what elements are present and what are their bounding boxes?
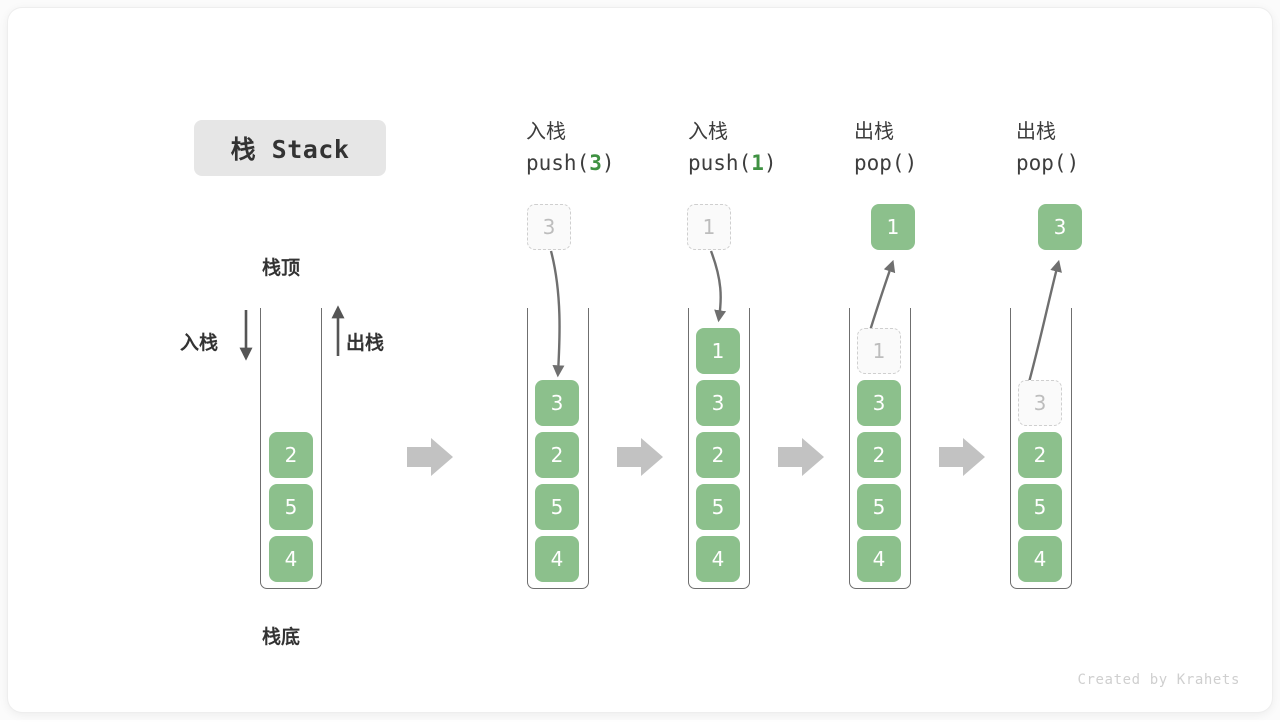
stack-item: 4 xyxy=(696,536,740,582)
incoming-ghost-box: 1 xyxy=(687,204,731,250)
stack-item: 2 xyxy=(857,432,901,478)
stack-item: 2 xyxy=(535,432,579,478)
column-header-code: pop() xyxy=(1016,147,1079,180)
stack-item: 4 xyxy=(857,536,901,582)
diagram-card: 栈 Stack 栈顶 栈底 入栈 出栈 入栈 push(3) 入栈 push(1… xyxy=(8,8,1272,712)
stack-item: 5 xyxy=(535,484,579,530)
code-suffix: ) xyxy=(763,151,777,175)
stack-container-push-1 xyxy=(688,308,750,589)
code-arg: 1 xyxy=(751,151,764,175)
code-suffix: ) xyxy=(904,151,918,175)
stage-arrow-icon-3 xyxy=(778,438,824,476)
column-header-cn: 出栈 xyxy=(854,119,894,143)
push-side-label: 入栈 xyxy=(180,332,219,354)
popped-result-box: 1 xyxy=(871,204,915,250)
stack-top-label: 栈顶 xyxy=(262,257,301,279)
column-header-code: push(1) xyxy=(688,147,777,180)
column-header-code: pop() xyxy=(854,147,917,180)
column-header-cn: 入栈 xyxy=(688,119,728,143)
stack-container-pop-3 xyxy=(1010,308,1072,589)
code-prefix: pop( xyxy=(854,151,905,175)
stack-item: 5 xyxy=(269,484,313,530)
column-header-cn: 入栈 xyxy=(526,119,566,143)
column-header-code: push(3) xyxy=(526,147,615,180)
column-header-pop-1: 出栈 pop() xyxy=(854,116,917,180)
column-header-cn: 出栈 xyxy=(1016,119,1056,143)
column-header-pop-3: 出栈 pop() xyxy=(1016,116,1079,180)
stack-item: 4 xyxy=(1018,536,1062,582)
stack-item: 2 xyxy=(1018,432,1062,478)
stack-container-push-3 xyxy=(527,308,589,589)
code-suffix: ) xyxy=(1066,151,1080,175)
popped-result-box: 3 xyxy=(1038,204,1082,250)
stack-item: 5 xyxy=(857,484,901,530)
stack-item: 2 xyxy=(269,432,313,478)
column-header-push-3: 入栈 push(3) xyxy=(526,116,615,180)
stack-item: 5 xyxy=(1018,484,1062,530)
stage-arrow-icon-4 xyxy=(939,438,985,476)
code-prefix: push( xyxy=(526,151,590,175)
stack-item: 3 xyxy=(857,380,901,426)
pop-side-label: 出栈 xyxy=(346,332,385,354)
stage-arrow-icon-1 xyxy=(407,438,453,476)
code-arg: 3 xyxy=(589,151,602,175)
stack-bottom-label: 栈底 xyxy=(262,626,301,648)
stack-item: 2 xyxy=(696,432,740,478)
code-suffix: ) xyxy=(601,151,615,175)
stack-item-ghost: 3 xyxy=(1018,380,1062,426)
arrow-layer xyxy=(239,250,1062,476)
stack-item: 4 xyxy=(535,536,579,582)
stack-container-initial xyxy=(260,308,322,589)
code-prefix: push( xyxy=(688,151,752,175)
stage-arrow-icon-2 xyxy=(617,438,663,476)
stack-item: 1 xyxy=(696,328,740,374)
watermark-credit: Created by Krahets xyxy=(1077,672,1240,688)
stack-item: 5 xyxy=(696,484,740,530)
stack-container-pop-1 xyxy=(849,308,911,589)
stack-item: 3 xyxy=(696,380,740,426)
diagram-title-badge: 栈 Stack xyxy=(194,120,386,176)
stack-item: 4 xyxy=(269,536,313,582)
incoming-ghost-box: 3 xyxy=(527,204,571,250)
stack-item-ghost: 1 xyxy=(857,328,901,374)
column-header-push-1: 入栈 push(1) xyxy=(688,116,777,180)
stack-item: 3 xyxy=(535,380,579,426)
code-prefix: pop( xyxy=(1016,151,1067,175)
